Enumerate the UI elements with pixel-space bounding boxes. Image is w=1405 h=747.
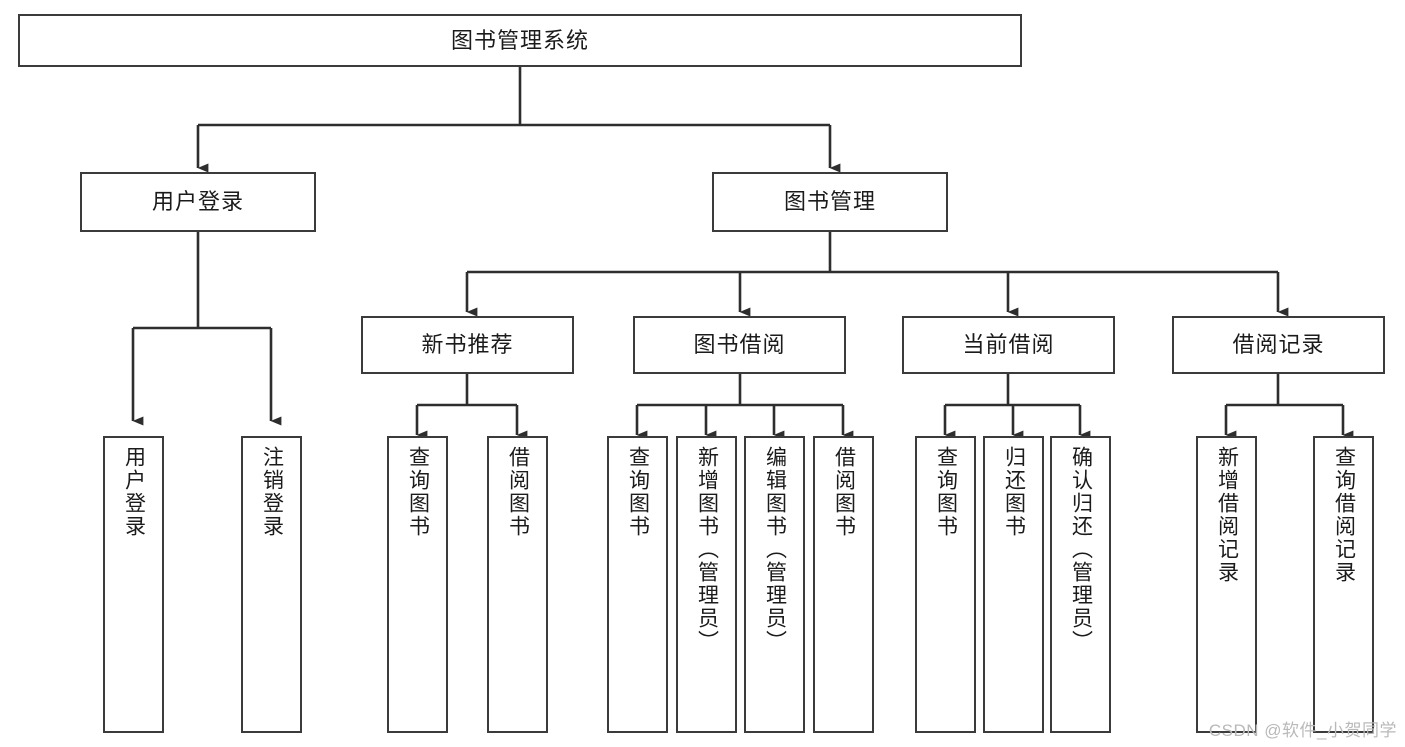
node-current-borrow[interactable]: 当前借阅 [902,316,1115,374]
node-book-borrow-label: 图书借阅 [693,332,786,357]
node-book-borrow[interactable]: 图书借阅 [633,316,846,374]
node-leaf-return-book[interactable]: 归还图书 [983,436,1044,733]
node-leaf-add-record[interactable]: 新增借阅记录 [1196,436,1257,733]
node-leaf-query-record[interactable]: 查询借阅记录 [1313,436,1374,733]
node-leaf-confirm-return[interactable]: 确认归还（管理员） [1050,436,1111,733]
node-book-management[interactable]: 图书管理 [712,172,948,232]
node-leaf-user-login[interactable]: 用户登录 [103,436,164,733]
csdn-watermark: CSDN @软件_小贺同学 [1208,721,1397,740]
node-leaf-query-book-2-label: 查询图书 [626,446,650,538]
node-leaf-borrow-book-2[interactable]: 借阅图书 [813,436,874,733]
node-leaf-return-book-label: 归还图书 [1002,446,1026,538]
node-leaf-query-record-label: 查询借阅记录 [1332,446,1356,584]
node-root-label: 图书管理系统 [450,27,589,53]
node-leaf-edit-book-label: 编辑图书（管理员） [763,446,787,653]
node-borrow-record-label: 借阅记录 [1232,332,1325,357]
node-leaf-add-book-label: 新增图书（管理员） [695,446,719,653]
node-new-book-recommend[interactable]: 新书推荐 [361,316,574,374]
node-leaf-query-book-1-label: 查询图书 [406,446,430,538]
node-leaf-borrow-book-1-label: 借阅图书 [506,446,530,538]
node-leaf-borrow-book-1[interactable]: 借阅图书 [487,436,548,733]
node-leaf-logout-label: 注销登录 [260,446,284,538]
node-root[interactable]: 图书管理系统 [18,14,1022,67]
node-borrow-record[interactable]: 借阅记录 [1172,316,1385,374]
node-leaf-edit-book[interactable]: 编辑图书（管理员） [744,436,805,733]
node-leaf-user-login-label: 用户登录 [122,446,146,538]
node-book-management-label: 图书管理 [783,189,876,214]
node-leaf-query-book-3[interactable]: 查询图书 [915,436,976,733]
node-leaf-confirm-return-label: 确认归还（管理员） [1069,446,1093,653]
node-new-book-recommend-label: 新书推荐 [421,332,514,357]
node-leaf-query-book-2[interactable]: 查询图书 [607,436,668,733]
node-leaf-query-book-3-label: 查询图书 [934,446,958,538]
node-leaf-query-book-1[interactable]: 查询图书 [387,436,448,733]
node-current-borrow-label: 当前借阅 [962,332,1055,357]
node-leaf-borrow-book-2-label: 借阅图书 [832,446,856,538]
node-leaf-add-record-label: 新增借阅记录 [1215,446,1239,584]
node-leaf-add-book[interactable]: 新增图书（管理员） [676,436,737,733]
node-user-login[interactable]: 用户登录 [80,172,316,232]
node-leaf-logout[interactable]: 注销登录 [241,436,302,733]
node-user-login-label: 用户登录 [151,189,244,214]
